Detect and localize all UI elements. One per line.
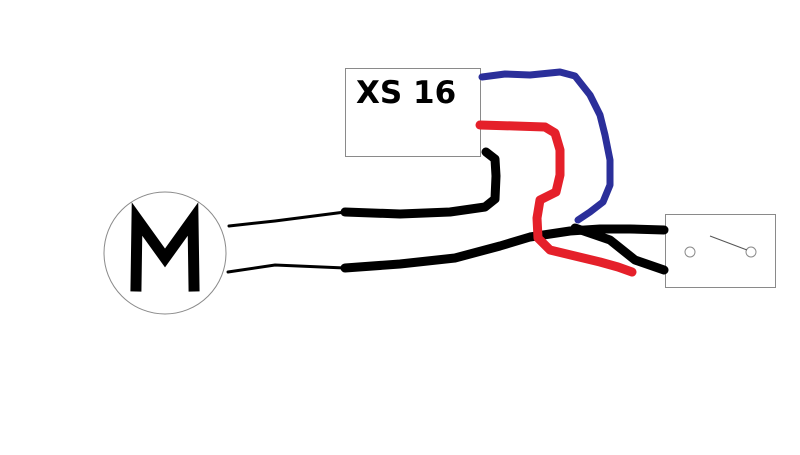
blue-wire <box>478 68 614 224</box>
motor-wire-upper-thin <box>227 210 347 228</box>
sensor-label: XS 16 <box>356 75 456 111</box>
motor-symbol-icon <box>130 202 200 292</box>
motor-wire-lower-thin <box>226 263 347 274</box>
red-wire <box>475 120 637 277</box>
switch-box <box>665 214 776 288</box>
black-wire-switch-bottom <box>570 223 669 275</box>
sensor-box-outline <box>345 68 481 157</box>
black-wire-lower <box>340 224 669 273</box>
black-wire-sensor <box>340 147 501 219</box>
switch-contact-icon <box>684 235 757 258</box>
switch-box-outline <box>665 214 776 288</box>
motor: M <box>103 191 227 315</box>
sensor-box: XS 16 <box>345 68 481 157</box>
